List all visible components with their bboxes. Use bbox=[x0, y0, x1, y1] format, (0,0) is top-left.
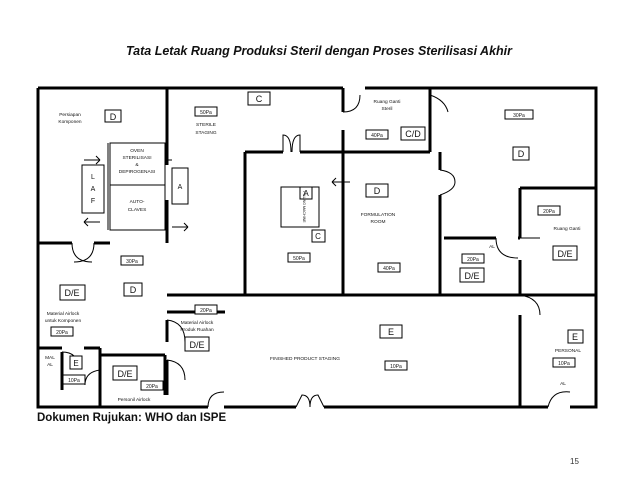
label-laf-a: A bbox=[91, 186, 96, 193]
class-finished: E bbox=[388, 327, 394, 337]
pa-airlock-komp: 20Pa bbox=[56, 330, 68, 336]
label-airlock-komp-1: Material Airlock bbox=[47, 311, 80, 317]
label-personal: PERSONAL bbox=[555, 348, 581, 354]
class-top-right: D bbox=[518, 149, 525, 159]
pa-left-corridor: 30Pa bbox=[126, 259, 138, 265]
label-oven-4: DEPIROGENASI bbox=[119, 169, 156, 175]
label-persiapan: Persiapan bbox=[59, 112, 81, 118]
label-oven-2: STERILISASI bbox=[122, 155, 151, 161]
pa-mal: 10Pa bbox=[68, 378, 80, 384]
pa-top-right: 30Pa bbox=[513, 113, 525, 119]
label-airlock-prod-2: Produk Ruahan bbox=[180, 327, 214, 333]
label-al-small: AL bbox=[489, 244, 495, 250]
class-personil-airlock: D/E bbox=[117, 369, 132, 379]
label-filling: FILLING MACHINE bbox=[302, 191, 306, 223]
pa-airlock-prod: 20Pa bbox=[200, 308, 212, 314]
pa-sterile: 50Pa bbox=[200, 110, 212, 116]
class-laf-a: A bbox=[178, 184, 183, 191]
pa-finished: 10Pa bbox=[390, 364, 402, 370]
label-formulation-1: FORMULATION bbox=[361, 212, 396, 218]
label-formulation-2: ROOM bbox=[371, 219, 386, 225]
class-formulation: D bbox=[374, 186, 381, 196]
class-sterile: C bbox=[256, 94, 263, 104]
label-ganti-steril-2: Steril bbox=[382, 106, 393, 112]
label-finished: FINISHED PRODUCT STAGING bbox=[270, 356, 340, 362]
class-ruang-ganti: D/E bbox=[557, 249, 572, 259]
class-small-right: D/E bbox=[464, 271, 479, 281]
label-boxes bbox=[50, 91, 584, 391]
label-airlock-komp-2: untuk Komponen bbox=[45, 318, 82, 324]
door-swings bbox=[61, 94, 571, 408]
class-persiapan: D bbox=[110, 112, 117, 122]
class-airlock-komp: D/E bbox=[64, 288, 79, 298]
class-left-corridor: D bbox=[130, 285, 137, 295]
class-personal: E bbox=[572, 332, 578, 342]
label-ruang-ganti: Ruang Ganti bbox=[554, 226, 581, 232]
class-filling-a: A bbox=[303, 189, 309, 198]
label-ganti-steril-1: Ruang Ganti bbox=[374, 99, 401, 105]
outer-walls bbox=[36, 86, 598, 409]
label-sterile-2: STAGING bbox=[195, 130, 217, 136]
pa-personil-airlock: 20Pa bbox=[146, 384, 158, 390]
label-al-personal: AL bbox=[560, 381, 566, 387]
label-komponen: Komponen bbox=[58, 119, 82, 125]
page-title: Tata Letak Ruang Produksi Steril dengan … bbox=[126, 44, 512, 58]
pa-small-right: 20Pa bbox=[467, 257, 479, 263]
room-labels: Persiapan Komponen D C 50Pa STERILE STAG… bbox=[45, 94, 582, 403]
label-laf-l: L bbox=[91, 174, 95, 181]
label-airlock-prod-1: Material Airlock bbox=[181, 320, 214, 326]
pa-ganti-steril: 40Pa bbox=[371, 133, 383, 139]
pa-ruang-ganti: 20Pa bbox=[543, 209, 555, 215]
reference-footer: Dokumen Rujukan: WHO dan ISPE bbox=[37, 412, 227, 424]
interior-walls bbox=[38, 88, 596, 407]
label-mal-2: AL bbox=[47, 362, 53, 368]
class-mal: E bbox=[73, 359, 78, 368]
label-mal-1: MAL bbox=[45, 355, 55, 361]
pa-personal: 10Pa bbox=[558, 361, 570, 367]
page-number: 15 bbox=[570, 457, 579, 466]
pa-formulation: 40Pa bbox=[383, 266, 395, 272]
label-sterile-1: STERILE bbox=[196, 122, 216, 128]
label-oven-1: OVEN bbox=[130, 148, 144, 154]
class-airlock-prod: D/E bbox=[189, 340, 204, 350]
class-filling-c: C bbox=[315, 232, 321, 241]
label-auto-2: CLAVES bbox=[128, 207, 147, 213]
label-laf-f: F bbox=[91, 198, 95, 205]
label-auto-1: AUTO- bbox=[130, 199, 145, 205]
class-ganti-steril: C/D bbox=[405, 129, 421, 139]
label-oven-3: & bbox=[135, 162, 139, 168]
label-personil-airlock: Personil Airlock bbox=[118, 397, 151, 403]
pa-filling: 50Pa bbox=[293, 256, 305, 262]
